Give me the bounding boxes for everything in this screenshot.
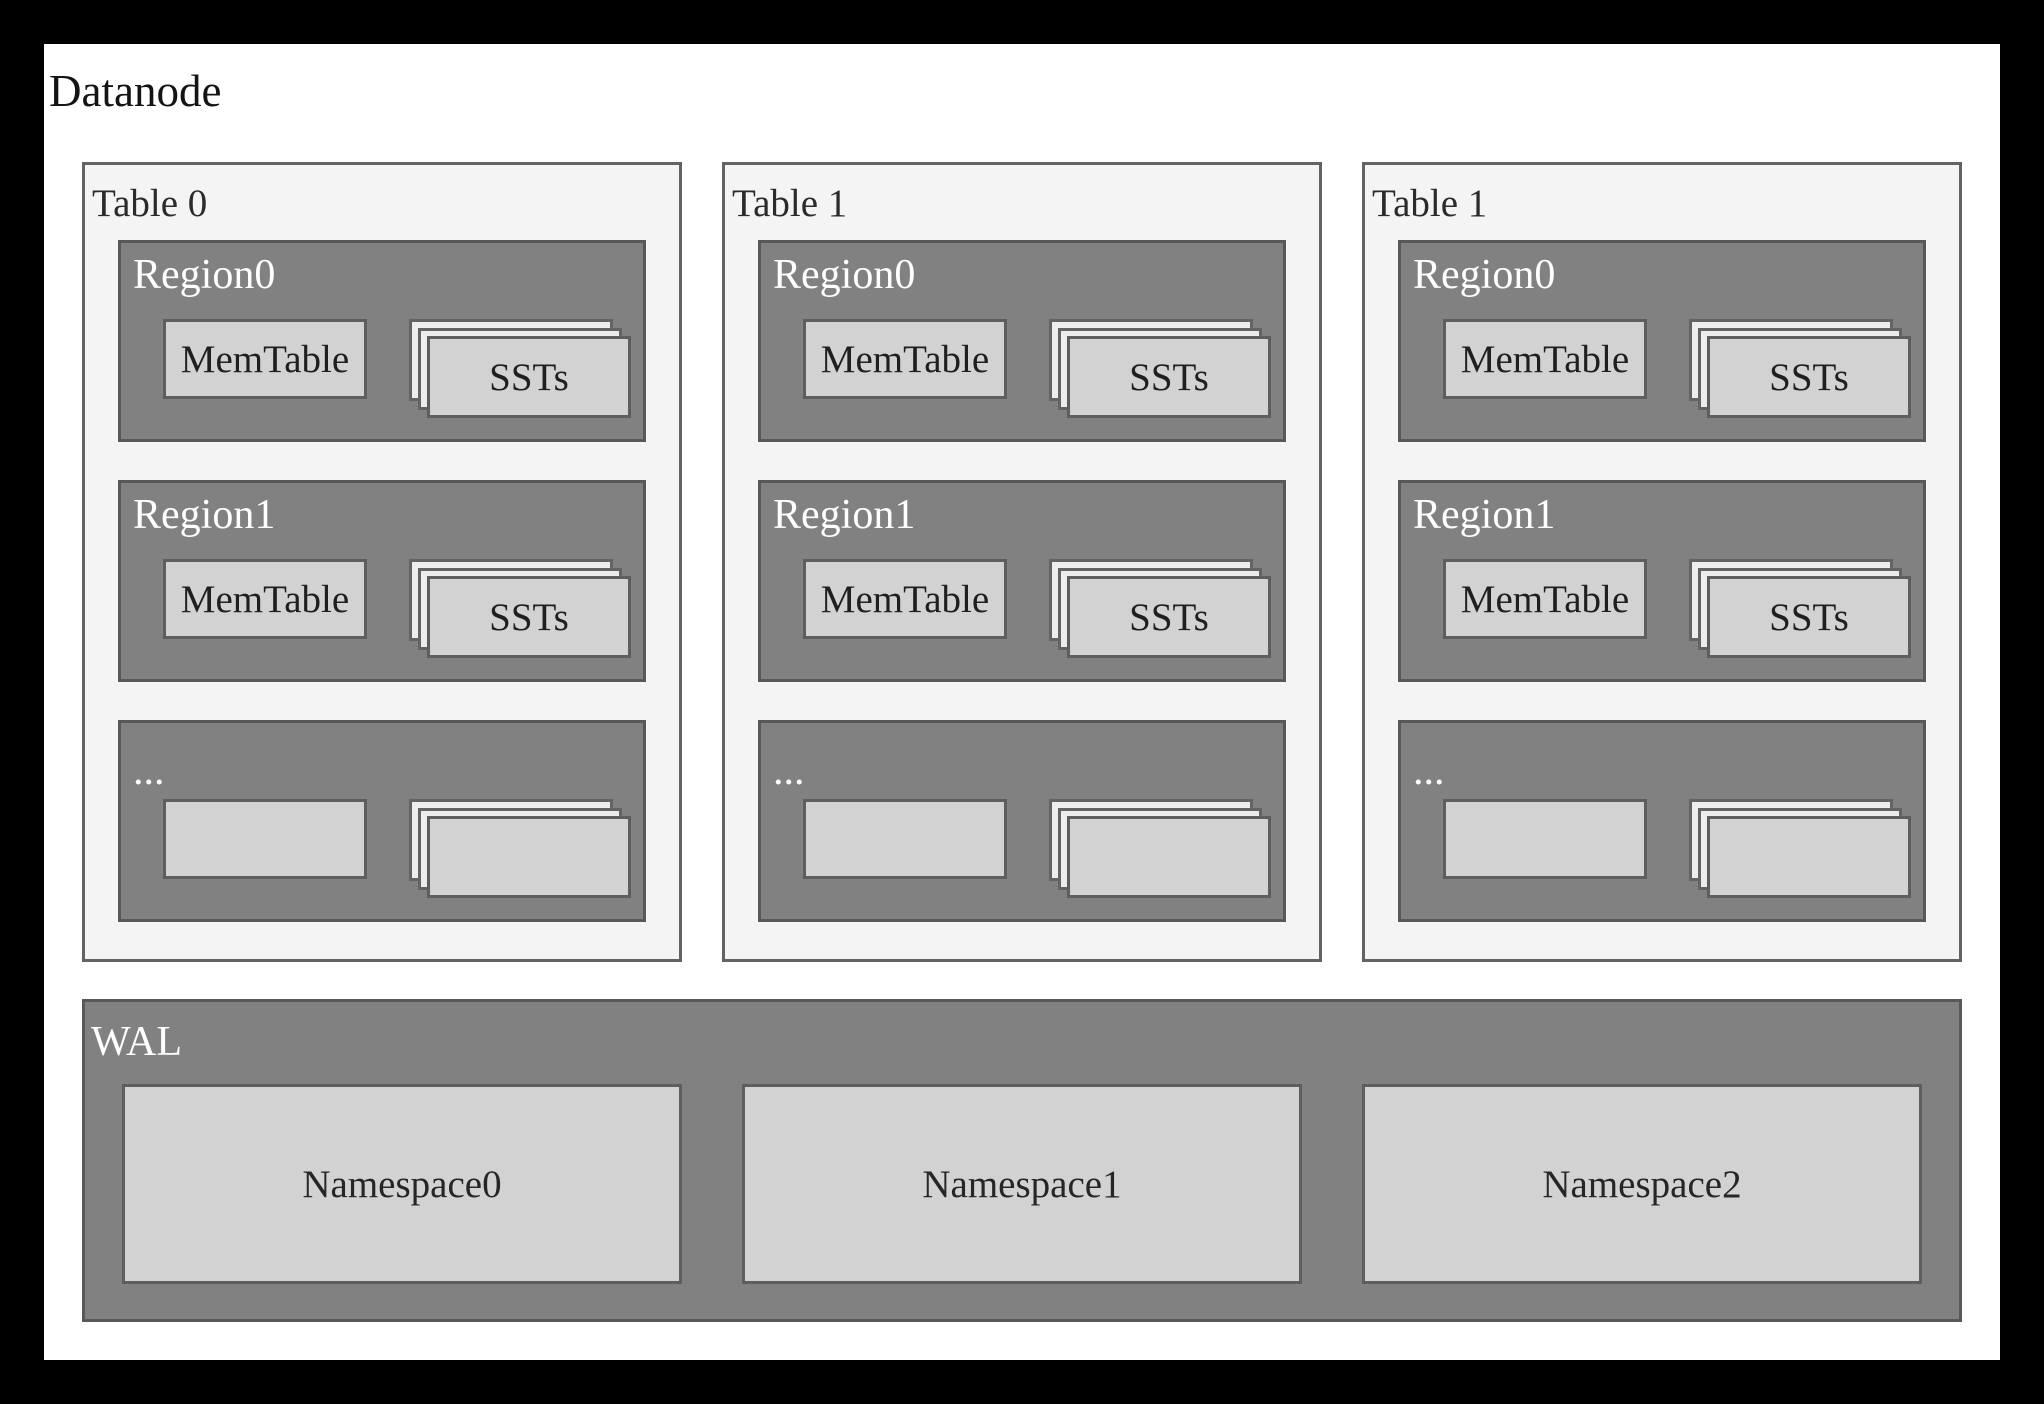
memtable-box: MemTable [163,559,367,640]
table-label: Table 1 [732,182,848,225]
wal-label: WAL [91,1019,182,1065]
wal-box: WAL Namespace0 Namespace1 Namespace2 [82,999,1962,1322]
ssts-stack [409,799,633,899]
table-box-0: Table 0 Region0 MemTable SSTs Region1 [82,162,682,962]
region-row [1443,799,1923,899]
region-ellipsis-label: ... [773,747,805,794]
region-box-0: Region0 MemTable SSTs [1398,239,1926,442]
memtable-box-empty [803,799,1007,880]
ssts-box: SSTs [427,336,631,419]
memtable-box-empty [163,799,367,880]
ssts-box: SSTs [1707,336,1911,419]
ssts-stack: SSTs [1049,319,1273,419]
namespace-box-0: Namespace0 [122,1084,682,1285]
region-box-more: ... [118,719,646,922]
ssts-box: SSTs [1067,336,1271,419]
region-row [163,799,643,899]
namespace-box-2: Namespace2 [1362,1084,1922,1285]
region-row: MemTable SSTs [1443,319,1923,419]
region-box-more: ... [758,719,1286,922]
ssts-box: SSTs [427,576,631,659]
ssts-box-empty [427,816,631,899]
ssts-box-empty [1707,816,1911,899]
region-row: MemTable SSTs [1443,559,1923,659]
memtable-box: MemTable [163,319,367,400]
region-box-1: Region1 MemTable SSTs [758,479,1286,682]
region-label: Region0 [133,251,276,298]
region-box-1: Region1 MemTable SSTs [118,479,646,682]
region-ellipsis-label: ... [1413,747,1445,794]
ssts-stack: SSTs [1689,559,1913,659]
region-box-0: Region0 MemTable SSTs [118,239,646,442]
table-label: Table 0 [92,182,208,225]
memtable-box: MemTable [803,319,1007,400]
ssts-box-empty [1067,816,1271,899]
region-label: Region1 [773,491,916,538]
region-row: MemTable SSTs [163,559,643,659]
memtable-box: MemTable [803,559,1007,640]
region-label: Region1 [1413,491,1556,538]
diagram-title: Datanode [49,66,222,116]
region-list: Region0 MemTable SSTs Region1 MemTable [758,239,1286,922]
ssts-stack: SSTs [409,559,633,659]
memtable-box: MemTable [1443,319,1647,400]
datanode-panel: Datanode Table 0 Region0 MemTable SSTs [44,44,2000,1360]
region-row: MemTable SSTs [803,319,1283,419]
table-label: Table 1 [1372,182,1488,225]
region-row: MemTable SSTs [803,559,1283,659]
table-box-1: Table 1 Region0 MemTable SSTs Region1 [722,162,1322,962]
region-row: MemTable SSTs [163,319,643,419]
ssts-stack: SSTs [409,319,633,419]
ssts-stack: SSTs [1049,559,1273,659]
ssts-box: SSTs [1067,576,1271,659]
namespace-box-1: Namespace1 [742,1084,1302,1285]
memtable-box: MemTable [1443,559,1647,640]
tables-row: Table 0 Region0 MemTable SSTs Region1 [82,162,1962,962]
region-list: Region0 MemTable SSTs Region1 MemTable [1398,239,1926,922]
region-box-1: Region1 MemTable SSTs [1398,479,1926,682]
ssts-box: SSTs [1707,576,1911,659]
region-ellipsis-label: ... [133,747,165,794]
ssts-stack: SSTs [1689,319,1913,419]
region-label: Region0 [1413,251,1556,298]
region-list: Region0 MemTable SSTs Region1 MemTable [118,239,646,922]
region-label: Region0 [773,251,916,298]
ssts-stack [1049,799,1273,899]
region-label: Region1 [133,491,276,538]
region-row [803,799,1283,899]
table-box-2: Table 1 Region0 MemTable SSTs Region1 [1362,162,1962,962]
namespace-row: Namespace0 Namespace1 Namespace2 [122,1084,1922,1285]
memtable-box-empty [1443,799,1647,880]
region-box-0: Region0 MemTable SSTs [758,239,1286,442]
region-box-more: ... [1398,719,1926,922]
ssts-stack [1689,799,1913,899]
